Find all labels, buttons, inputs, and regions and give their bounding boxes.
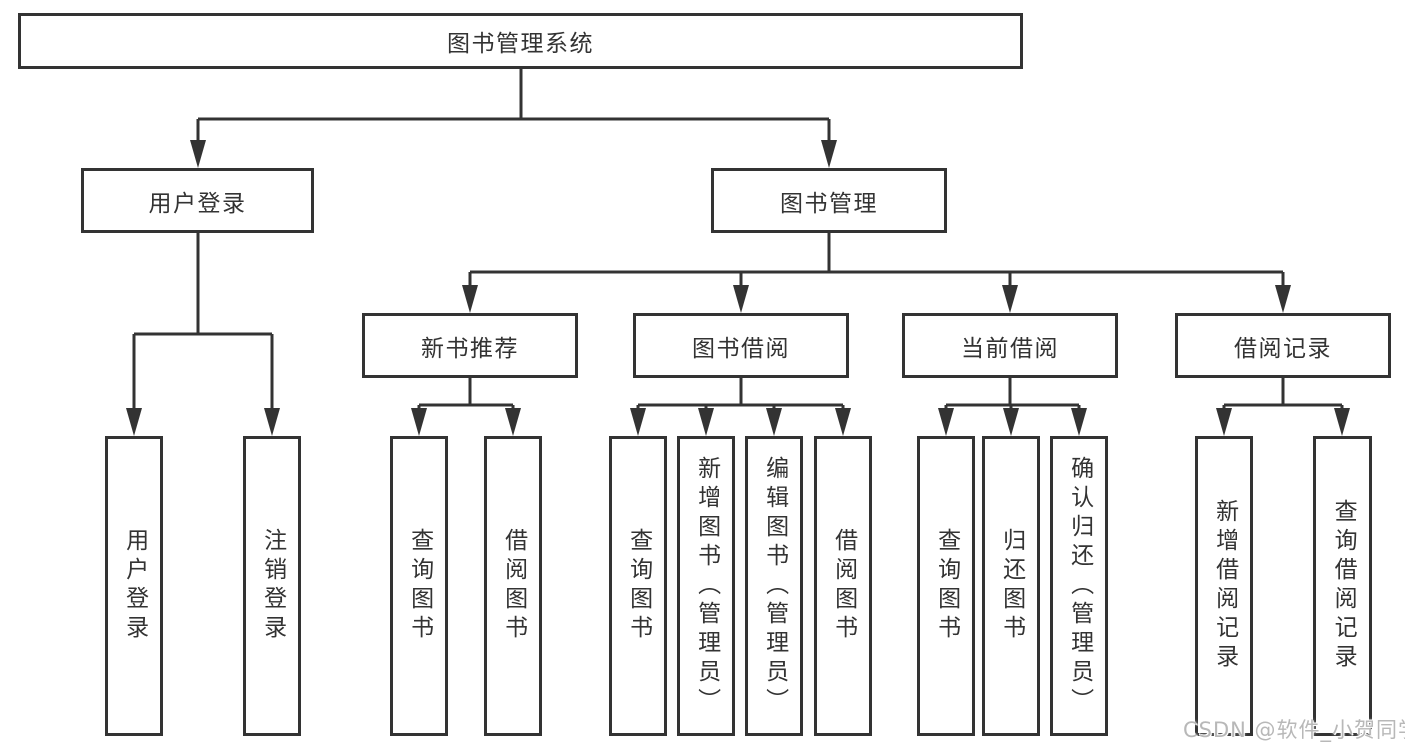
leaf-query-books-recommend: 查询图书 (390, 436, 448, 736)
node-borrow-records: 借阅记录 (1175, 313, 1391, 378)
leaf-query-books-current: 查询图书 (917, 436, 975, 736)
leaf-edit-books-admin-label: 编辑图书（管理员） (761, 455, 788, 717)
node-library-system-label: 图书管理系统 (447, 31, 594, 57)
node-user-login-label: 用户登录 (148, 190, 247, 217)
leaf-borrow-books-borrow: 借阅图书 (814, 436, 872, 736)
leaf-query-books-borrow-label: 查询图书 (625, 528, 652, 644)
leaf-query-books-current-label: 查询图书 (933, 528, 960, 644)
node-current-borrow: 当前借阅 (902, 313, 1118, 378)
leaf-edit-books-admin: 编辑图书（管理员） (745, 436, 803, 736)
leaf-return-books: 归还图书 (982, 436, 1040, 736)
leaf-logout-label: 注销登录 (259, 528, 286, 644)
node-new-book-recommend: 新书推荐 (362, 313, 578, 378)
leaf-add-borrow-record: 新增借阅记录 (1195, 436, 1253, 736)
node-borrow-records-label: 借阅记录 (1234, 335, 1332, 362)
leaf-return-books-label: 归还图书 (998, 528, 1025, 644)
leaf-query-borrow-record-label: 查询借阅记录 (1330, 499, 1357, 673)
watermark: CSDN @软件_小贺同学 (1183, 718, 1405, 742)
node-book-management: 图书管理 (711, 168, 947, 233)
arrowheads (126, 140, 1350, 436)
node-book-borrow-label: 图书借阅 (692, 335, 790, 362)
leaf-query-books-recommend-label: 查询图书 (406, 528, 433, 644)
leaf-add-books-admin-label: 新增图书（管理员） (693, 455, 720, 717)
leaf-user-login: 用户登录 (105, 436, 163, 736)
node-user-login: 用户登录 (81, 168, 314, 233)
leaf-add-books-admin: 新增图书（管理员） (677, 436, 735, 736)
leaf-logout: 注销登录 (243, 436, 301, 736)
node-library-system: 图书管理系统 (18, 13, 1023, 69)
leaf-query-books-borrow: 查询图书 (609, 436, 667, 736)
leaf-confirm-return-admin-label: 确认归还（管理员） (1066, 455, 1093, 717)
leaf-add-borrow-record-label: 新增借阅记录 (1211, 499, 1238, 673)
leaf-borrow-books-recommend: 借阅图书 (484, 436, 542, 736)
node-book-borrow: 图书借阅 (633, 313, 849, 378)
node-book-management-label: 图书管理 (780, 190, 878, 217)
leaf-confirm-return-admin: 确认归还（管理员） (1050, 436, 1108, 736)
leaf-query-borrow-record: 查询借阅记录 (1313, 436, 1372, 736)
node-current-borrow-label: 当前借阅 (961, 335, 1059, 362)
node-new-book-recommend-label: 新书推荐 (421, 335, 519, 362)
leaf-user-login-label: 用户登录 (121, 528, 148, 644)
leaf-borrow-books-borrow-label: 借阅图书 (830, 528, 857, 644)
leaf-borrow-books-recommend-label: 借阅图书 (500, 528, 527, 644)
